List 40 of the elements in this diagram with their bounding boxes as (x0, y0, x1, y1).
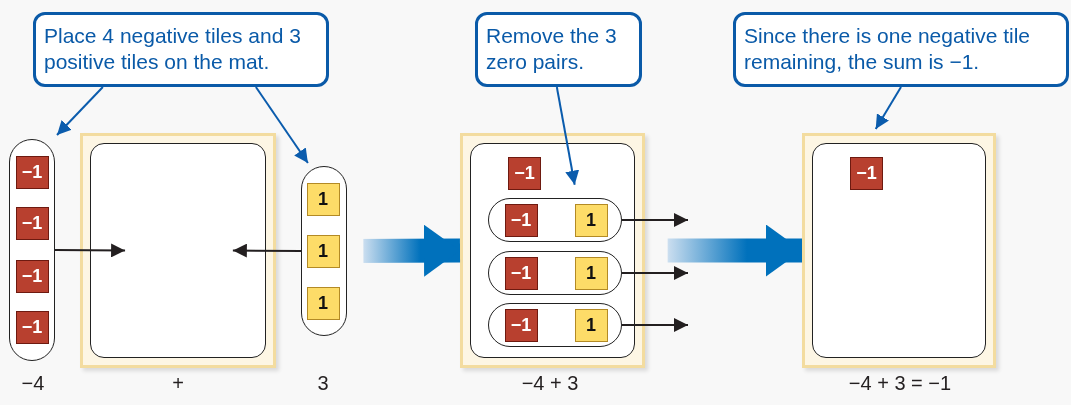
positive-tile: 1 (306, 234, 340, 268)
positive-tile: 1 (574, 256, 608, 290)
negative-tile: −1 (15, 259, 49, 293)
callout-box: Since there is one negative tile remaining, the sum is −1. (733, 12, 1069, 87)
arrow (621, 213, 689, 227)
leader-arrow (555, 86, 580, 186)
arrow (621, 266, 689, 280)
positive-tile: 1 (306, 182, 340, 216)
zero-pair-outline (488, 303, 622, 347)
negative-tile: −1 (15, 155, 49, 189)
callout-box: Remove the 3 zero pairs. (475, 12, 642, 87)
arrow (621, 318, 689, 332)
tile-group-outline (301, 166, 347, 336)
negative-tile: −1 (504, 308, 538, 342)
leader-arrow (254, 86, 309, 164)
arrow (54, 243, 127, 258)
work-mat (460, 133, 645, 368)
expression-label: −4 + 3 (521, 372, 579, 395)
negative-tile: −1 (504, 256, 538, 290)
negative-tile: −1 (15, 310, 49, 344)
work-mat (802, 133, 996, 368)
negative-tile: −1 (850, 157, 883, 190)
expression-label: + (172, 372, 184, 395)
expression-label: −4 (21, 372, 45, 395)
work-mat (80, 133, 276, 368)
leader-arrow (56, 86, 104, 136)
expression-label: −4 + 3 = −1 (848, 372, 952, 395)
arrow (231, 243, 302, 258)
positive-tile: 1 (574, 308, 608, 342)
negative-tile: −1 (508, 157, 541, 190)
negative-tile: −1 (504, 203, 538, 237)
callout-box: Place 4 negative tiles and 3 positive tiles on the mat. (33, 12, 329, 87)
expression-label: 3 (317, 372, 329, 395)
positive-tile: 1 (574, 203, 608, 237)
leader-arrow (874, 86, 902, 130)
negative-tile: −1 (15, 206, 49, 240)
positive-tile: 1 (306, 286, 340, 320)
zero-pair-outline (488, 251, 622, 295)
zero-pair-outline (488, 198, 622, 242)
tile-group-outline (9, 139, 55, 361)
